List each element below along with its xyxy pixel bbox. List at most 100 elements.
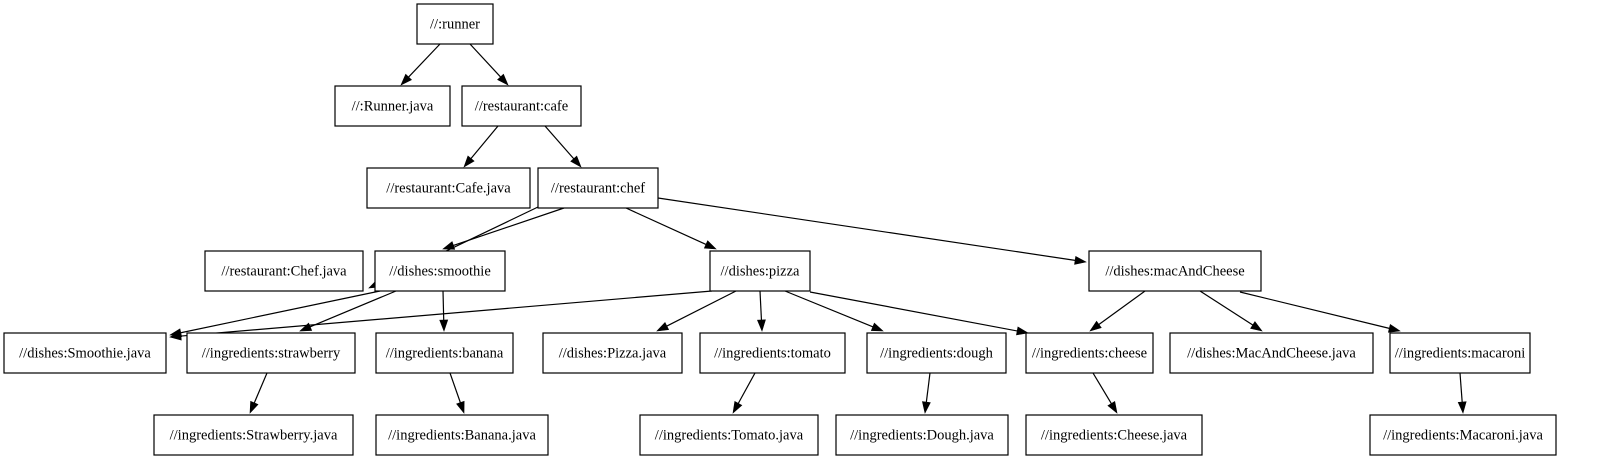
node-label: //ingredients:Macaroni.java [1383, 427, 1543, 443]
graph-edge [1199, 290, 1263, 332]
graph-edge [922, 372, 931, 414]
graph-node-restaurant_chef[interactable]: //restaurant:chef [537, 167, 659, 209]
node-box[interactable] [153, 414, 354, 456]
graph-node-cafe_java[interactable]: //restaurant:Cafe.java [366, 167, 531, 209]
graph-node-ing_banana[interactable]: //ingredients:banana [375, 332, 514, 374]
node-box[interactable] [835, 414, 1009, 456]
edge-line [1459, 372, 1463, 403]
node-box[interactable] [537, 167, 659, 209]
node-box[interactable] [3, 332, 167, 374]
graph-edge [809, 291, 1029, 336]
graph-node-dishes_pizza[interactable]: //dishes:pizza [709, 250, 811, 292]
graph-node-tomato_java[interactable]: //ingredients:Tomato.java [639, 414, 819, 456]
edge-line [759, 290, 763, 321]
graph-node-strawberry_java[interactable]: //ingredients:Strawberry.java [153, 414, 354, 456]
node-box[interactable] [1088, 250, 1262, 292]
graph-node-cheese_java[interactable]: //ingredients:Cheese.java [1025, 414, 1203, 456]
edge-arrowhead-icon [400, 73, 412, 86]
graph-edge [169, 290, 713, 341]
edge-arrowhead-icon [456, 400, 465, 414]
node-box[interactable] [1389, 332, 1531, 374]
node-box[interactable] [375, 414, 549, 456]
edge-line [453, 207, 565, 247]
graph-edge [656, 290, 737, 332]
edge-line [442, 290, 445, 321]
node-box[interactable] [461, 85, 582, 127]
graph-edge [442, 207, 565, 250]
edge-arrowhead-icon [1250, 321, 1263, 332]
graph-node-ing_cheese[interactable]: //ingredients:cheese [1025, 332, 1154, 374]
graph-node-chef_java[interactable]: //restaurant:Chef.java [204, 250, 364, 292]
edge-arrowhead-icon [732, 400, 743, 414]
node-label: //ingredients:strawberry [202, 345, 341, 361]
edges-layer [169, 43, 1467, 414]
node-label: //dishes:macAndCheese [1105, 263, 1244, 279]
graph-node-ing_dough[interactable]: //ingredients:dough [866, 332, 1007, 374]
edge-line [1098, 290, 1146, 326]
graph-node-ing_macaroni[interactable]: //ingredients:macaroni [1389, 332, 1531, 374]
node-box[interactable] [866, 332, 1007, 374]
graph-node-ing_strawberry[interactable]: //ingredients:strawberry [186, 332, 356, 374]
edge-arrowhead-icon [463, 155, 475, 168]
edge-line [449, 372, 461, 403]
nodes-layer: //:runner //:Runner.java //restaurant:cafe… [3, 3, 1557, 456]
node-box[interactable] [366, 167, 531, 209]
graph-node-ing_tomato[interactable]: //ingredients:tomato [699, 332, 846, 374]
graph-node-macncheese_java[interactable]: //dishes:MacAndCheese.java [1169, 332, 1374, 374]
node-box[interactable] [699, 332, 846, 374]
node-label: //ingredients:Banana.java [388, 427, 536, 443]
node-box[interactable] [375, 332, 514, 374]
node-box[interactable] [416, 3, 494, 45]
node-box[interactable] [1025, 414, 1203, 456]
edge-arrowhead-icon [1107, 401, 1118, 414]
graph-node-runner_java[interactable]: //:Runner.java [334, 85, 451, 127]
graph-node-smoothie_java[interactable]: //dishes:Smoothie.java [3, 332, 167, 374]
graph-node-dishes_macncheese[interactable]: //dishes:macAndCheese [1088, 250, 1262, 292]
node-box[interactable] [204, 250, 364, 292]
edge-line [1199, 290, 1254, 326]
edge-line [1092, 372, 1112, 404]
graph-node-banana_java[interactable]: //ingredients:Banana.java [375, 414, 549, 456]
graph-node-macaroni_java[interactable]: //ingredients:Macaroni.java [1369, 414, 1557, 456]
edge-arrowhead-icon [299, 322, 313, 332]
edge-line [809, 291, 1018, 332]
edge-line [737, 372, 756, 404]
node-label: //dishes:smoothie [389, 263, 491, 279]
node-box[interactable] [639, 414, 819, 456]
node-label: //dishes:Pizza.java [559, 345, 667, 361]
edge-arrowhead-icon [439, 319, 449, 332]
edge-line [180, 290, 713, 337]
graph-edge [625, 207, 717, 250]
graph-node-dough_java[interactable]: //ingredients:Dough.java [835, 414, 1009, 456]
graph-edge [784, 290, 884, 332]
node-box[interactable] [334, 85, 451, 127]
node-box[interactable] [1025, 332, 1154, 374]
edge-arrowhead-icon [570, 155, 582, 168]
edge-arrowhead-icon [1074, 255, 1087, 265]
graph-edge [1089, 290, 1146, 332]
node-box[interactable] [1369, 414, 1557, 456]
graph-edge [249, 372, 268, 414]
edge-line [309, 290, 397, 328]
graph-node-pizza_java[interactable]: //dishes:Pizza.java [542, 332, 683, 374]
edge-line [625, 207, 707, 245]
edge-arrowhead-icon [249, 400, 259, 414]
node-box[interactable] [542, 332, 683, 374]
node-label: //restaurant:Chef.java [221, 263, 347, 279]
graph-node-dishes_smoothie[interactable]: //dishes:smoothie [374, 250, 506, 292]
node-label: //ingredients:macaroni [1395, 345, 1525, 361]
edge-arrowhead-icon [1016, 326, 1029, 336]
node-box[interactable] [1169, 332, 1374, 374]
node-box[interactable] [186, 332, 356, 374]
node-label: //ingredients:Cheese.java [1041, 427, 1188, 443]
node-box[interactable] [374, 250, 506, 292]
node-label: //:Runner.java [352, 98, 434, 114]
edge-arrowhead-icon [922, 401, 931, 414]
node-box[interactable] [709, 250, 811, 292]
edge-line [253, 372, 268, 404]
graph-node-restaurant_cafe[interactable]: //restaurant:cafe [461, 85, 582, 127]
graph-node-runner[interactable]: //:runner [416, 3, 494, 45]
graph-edge [757, 290, 766, 332]
